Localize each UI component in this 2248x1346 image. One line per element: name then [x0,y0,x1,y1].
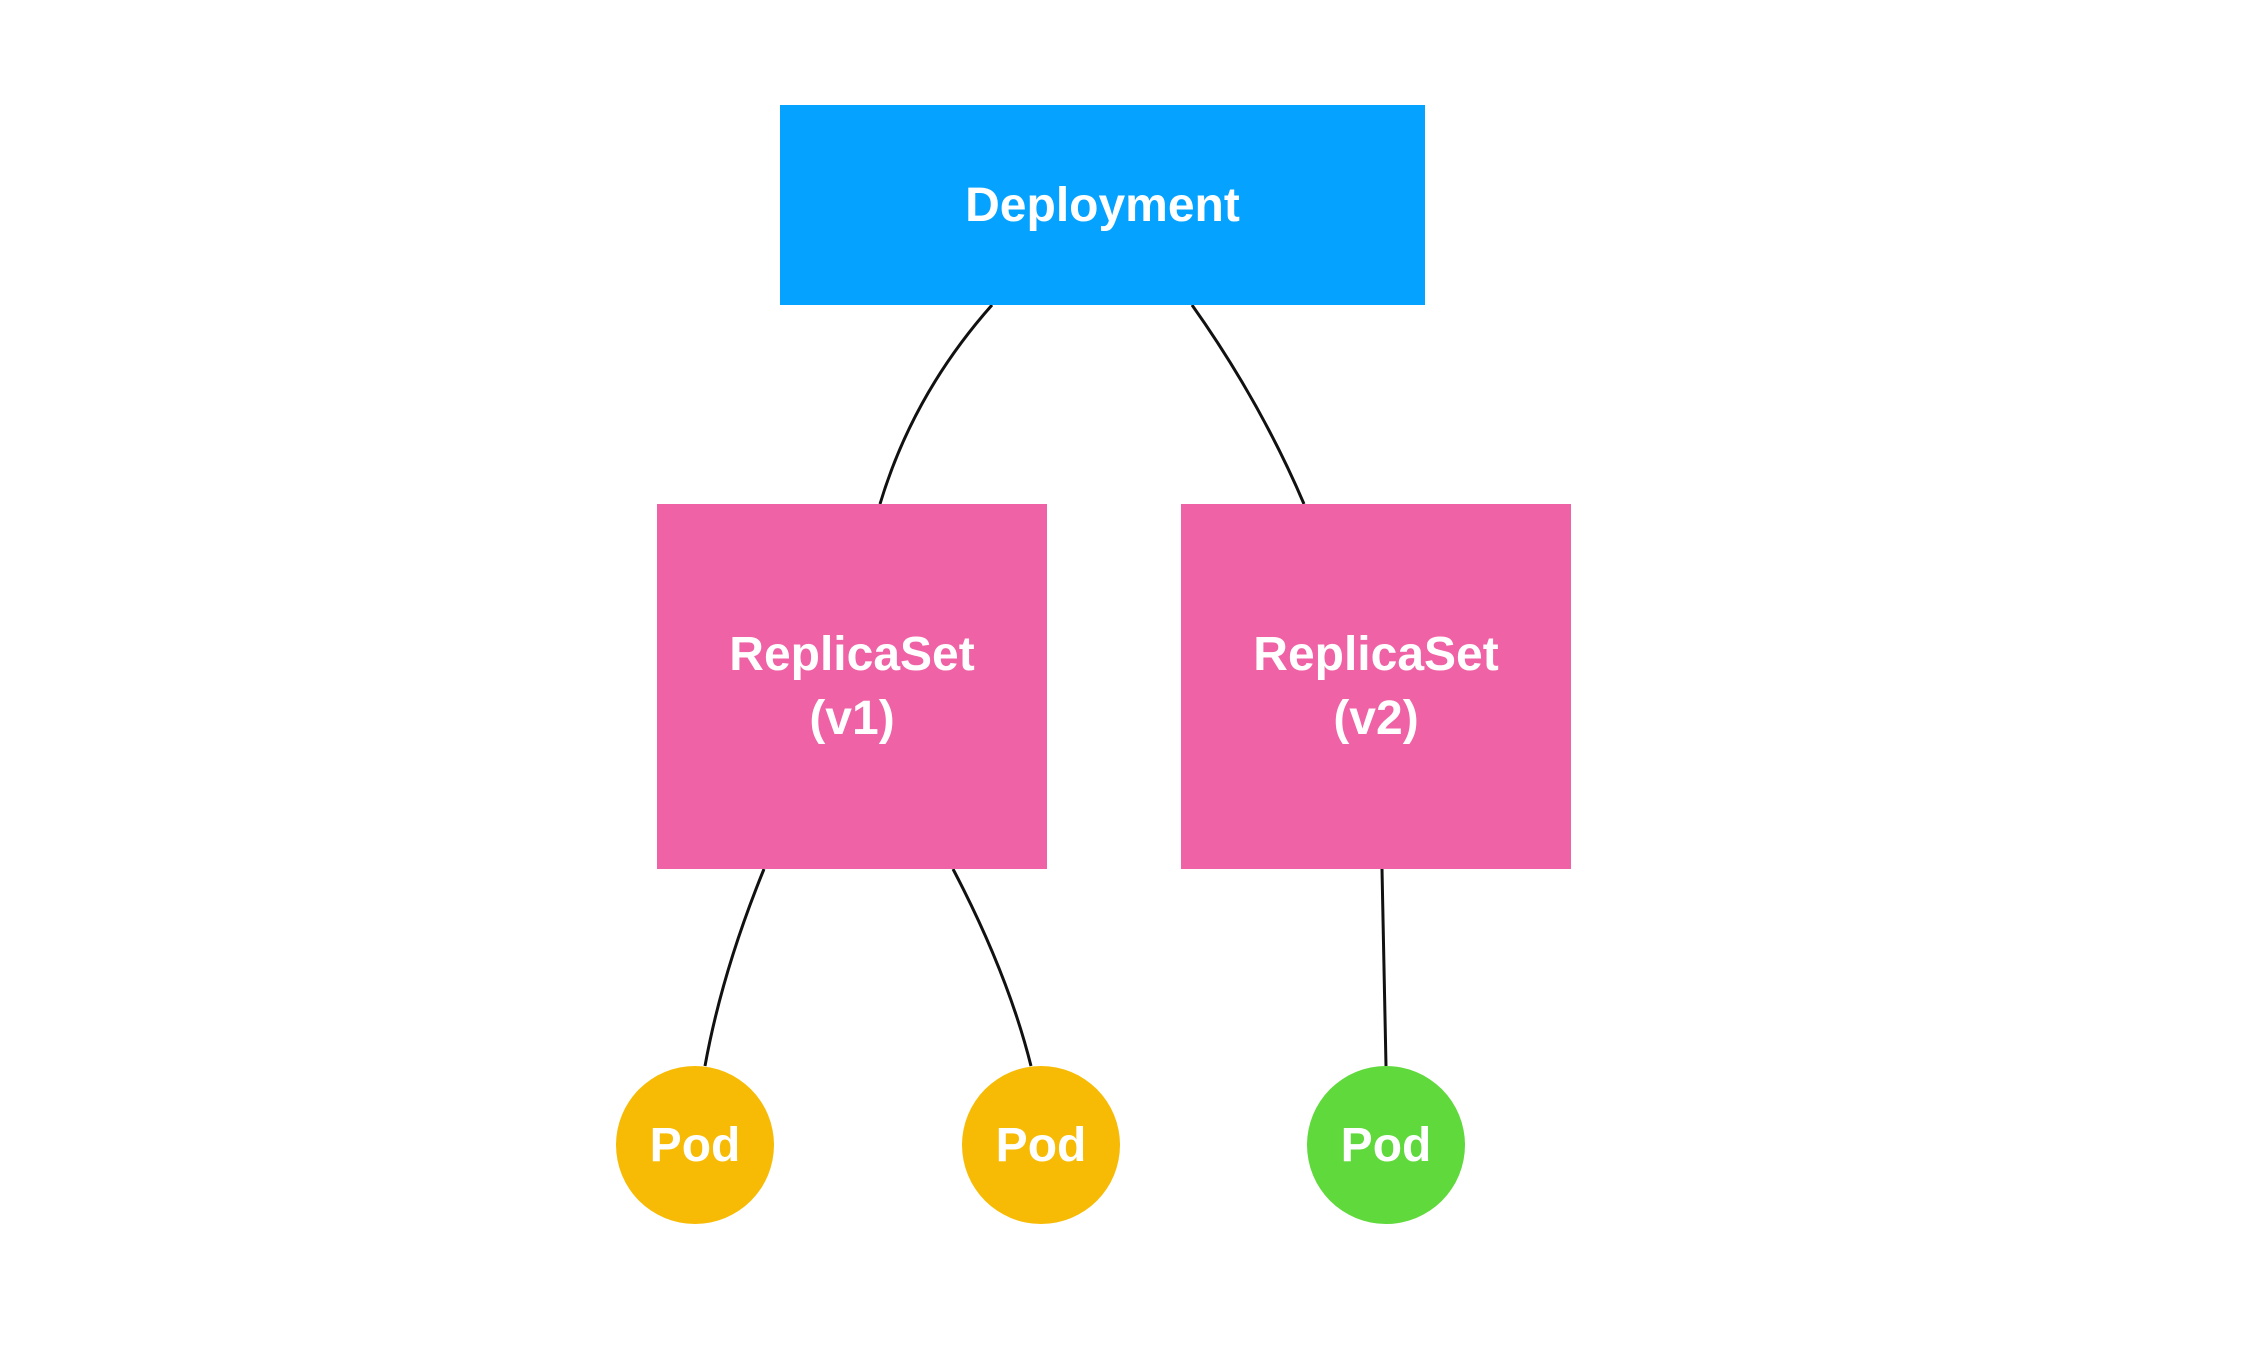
edge-replicaset-v1-pod-2 [951,868,1033,1067]
pod-v1-2-node: Pod [962,1066,1120,1224]
replicaset-v2-name: ReplicaSet [1253,627,1499,681]
edge-replicaset-v1-pod-1 [703,868,766,1067]
edge-replicaset-v2-pod-3 [1380,868,1388,1067]
replicaset-v1-node: ReplicaSet (v1) [657,504,1047,869]
replicaset-v1-version: (v1) [809,691,895,745]
replicaset-v2-node: ReplicaSet (v2) [1181,504,1571,869]
pod-v1-1-label: Pod [649,1118,741,1172]
pod-v2-1-label: Pod [1340,1118,1432,1172]
replicaset-v2-version: (v2) [1333,691,1419,745]
pod-v1-2-label: Pod [995,1118,1087,1172]
replicaset-v1-name: ReplicaSet [729,627,975,681]
edge-deployment-replicaset-v2 [1190,304,1306,505]
pod-v2-1-node: Pod [1307,1066,1465,1224]
deployment-label: Deployment [965,178,1240,232]
pod-v1-1-node: Pod [616,1066,774,1224]
edge-deployment-replicaset-v1 [878,304,994,505]
deployment-node: Deployment [780,105,1425,305]
